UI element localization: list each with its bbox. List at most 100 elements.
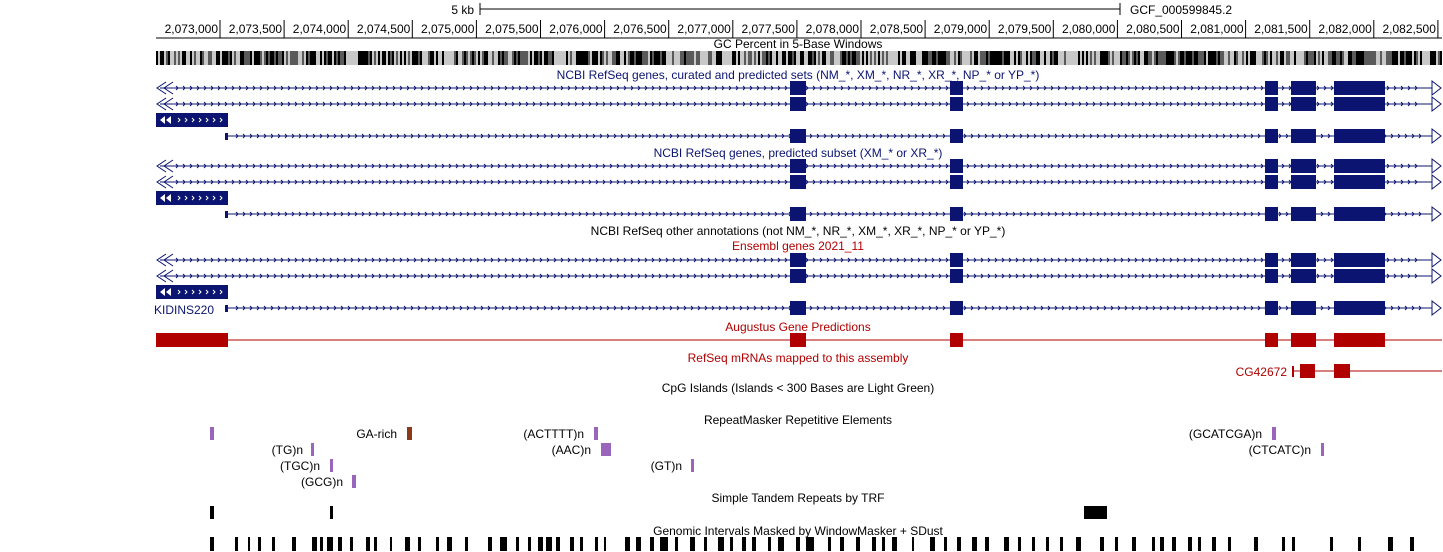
masked-interval[interactable] — [248, 537, 250, 551]
masked-interval[interactable] — [882, 537, 885, 551]
exon-block[interactable] — [156, 285, 228, 299]
masked-interval[interactable] — [840, 537, 844, 551]
masked-interval[interactable] — [752, 537, 756, 551]
exon-block[interactable] — [156, 113, 228, 127]
repeat-element[interactable] — [1272, 427, 1276, 440]
repeat-element[interactable] — [330, 459, 333, 472]
repeat-element[interactable] — [601, 443, 611, 456]
exon-block[interactable] — [950, 129, 963, 143]
masked-interval[interactable] — [327, 537, 333, 551]
masked-interval[interactable] — [1152, 537, 1155, 551]
exon-block[interactable] — [1265, 207, 1278, 221]
masked-interval[interactable] — [972, 537, 977, 551]
exon-block[interactable] — [1334, 159, 1385, 173]
mrna-exon[interactable] — [1334, 364, 1350, 378]
masked-interval[interactable] — [944, 537, 947, 551]
masked-interval[interactable] — [1330, 537, 1333, 551]
ensembl-genes-track[interactable] — [156, 251, 1442, 317]
exon-block[interactable] — [225, 133, 228, 140]
repeat-element[interactable] — [311, 443, 314, 456]
masked-interval[interactable] — [418, 537, 421, 551]
masked-interval[interactable] — [1076, 537, 1081, 551]
masked-interval[interactable] — [1410, 537, 1414, 551]
exon-block[interactable] — [950, 269, 963, 283]
exon-block[interactable] — [1291, 129, 1316, 143]
masked-interval[interactable] — [235, 537, 238, 551]
masked-interval[interactable] — [528, 537, 531, 551]
masked-interval[interactable] — [636, 537, 641, 551]
tandem-repeat[interactable] — [330, 506, 333, 519]
exon-block[interactable] — [1265, 129, 1278, 143]
masked-interval[interactable] — [1228, 537, 1231, 551]
masked-interval[interactable] — [1004, 537, 1009, 551]
exon-block[interactable] — [1334, 269, 1385, 283]
exon-block[interactable] — [1291, 81, 1316, 95]
exon-block[interactable] — [1334, 97, 1385, 111]
exon-block[interactable] — [225, 211, 228, 218]
refseq-predicted-track[interactable] — [156, 157, 1442, 223]
tandem-repeat[interactable] — [210, 506, 214, 519]
exon-block[interactable] — [790, 97, 806, 111]
exon-block[interactable] — [1291, 301, 1316, 315]
masked-interval[interactable] — [1046, 537, 1049, 551]
masked-interval[interactable] — [338, 537, 342, 551]
augustus-exon[interactable] — [950, 333, 963, 347]
masked-interval[interactable] — [985, 537, 989, 551]
masked-interval[interactable] — [374, 537, 377, 551]
exon-block[interactable] — [790, 129, 806, 143]
masked-interval[interactable] — [806, 537, 814, 551]
exon-block[interactable] — [1291, 97, 1316, 111]
masked-interval[interactable] — [1160, 537, 1164, 551]
tandem-repeat[interactable] — [1084, 506, 1107, 519]
augustus-track[interactable] — [156, 333, 1442, 347]
exon-block[interactable] — [1334, 253, 1385, 267]
exon-block[interactable] — [1291, 175, 1316, 189]
masked-interval[interactable] — [1018, 537, 1021, 551]
masked-interval[interactable] — [1282, 537, 1285, 551]
exon-block[interactable] — [1291, 269, 1316, 283]
masked-interval[interactable] — [872, 537, 876, 551]
masked-interval[interactable] — [650, 537, 654, 551]
exon-block[interactable] — [950, 81, 963, 95]
exon-block[interactable] — [790, 301, 806, 315]
masked-interval[interactable] — [742, 537, 746, 551]
gc-percent-track[interactable] — [156, 51, 1442, 65]
exon-block[interactable] — [1265, 175, 1278, 189]
masked-interval[interactable] — [258, 537, 261, 551]
masked-interval[interactable] — [828, 537, 831, 551]
masked-interval[interactable] — [556, 537, 560, 551]
augustus-exon[interactable] — [1291, 333, 1316, 347]
exon-block[interactable] — [1265, 81, 1278, 95]
masked-interval[interactable] — [320, 537, 323, 551]
gene-label-kidins220[interactable]: KIDINS220 — [154, 303, 214, 317]
masked-interval[interactable] — [930, 537, 935, 551]
masked-interval[interactable] — [796, 537, 800, 551]
masked-interval[interactable] — [1198, 537, 1201, 551]
exon-block[interactable] — [1265, 97, 1278, 111]
repeat-element[interactable] — [352, 475, 356, 488]
masked-interval[interactable] — [704, 537, 707, 551]
gene-label-cg42672[interactable]: CG42672 — [1236, 365, 1288, 379]
masked-interval[interactable] — [1100, 537, 1104, 551]
exon-block[interactable] — [790, 81, 806, 95]
exon-block[interactable] — [790, 207, 806, 221]
masked-interval[interactable] — [957, 537, 961, 551]
masked-interval[interactable] — [768, 537, 771, 551]
exon-block[interactable] — [950, 301, 963, 315]
masked-interval[interactable] — [570, 537, 574, 551]
exon-block[interactable] — [790, 269, 806, 283]
augustus-exon[interactable] — [156, 333, 228, 347]
masked-interval[interactable] — [892, 537, 897, 551]
masked-interval[interactable] — [580, 537, 583, 551]
masked-interval[interactable] — [1188, 537, 1192, 551]
masked-interval[interactable] — [546, 537, 552, 551]
masked-interval[interactable] — [447, 537, 452, 551]
refseq-curated-track[interactable] — [156, 79, 1442, 145]
masked-interval[interactable] — [488, 537, 492, 551]
exon-block[interactable] — [950, 159, 963, 173]
exon-block[interactable] — [1291, 253, 1316, 267]
exon-block[interactable] — [1291, 159, 1316, 173]
augustus-exon[interactable] — [790, 333, 806, 347]
